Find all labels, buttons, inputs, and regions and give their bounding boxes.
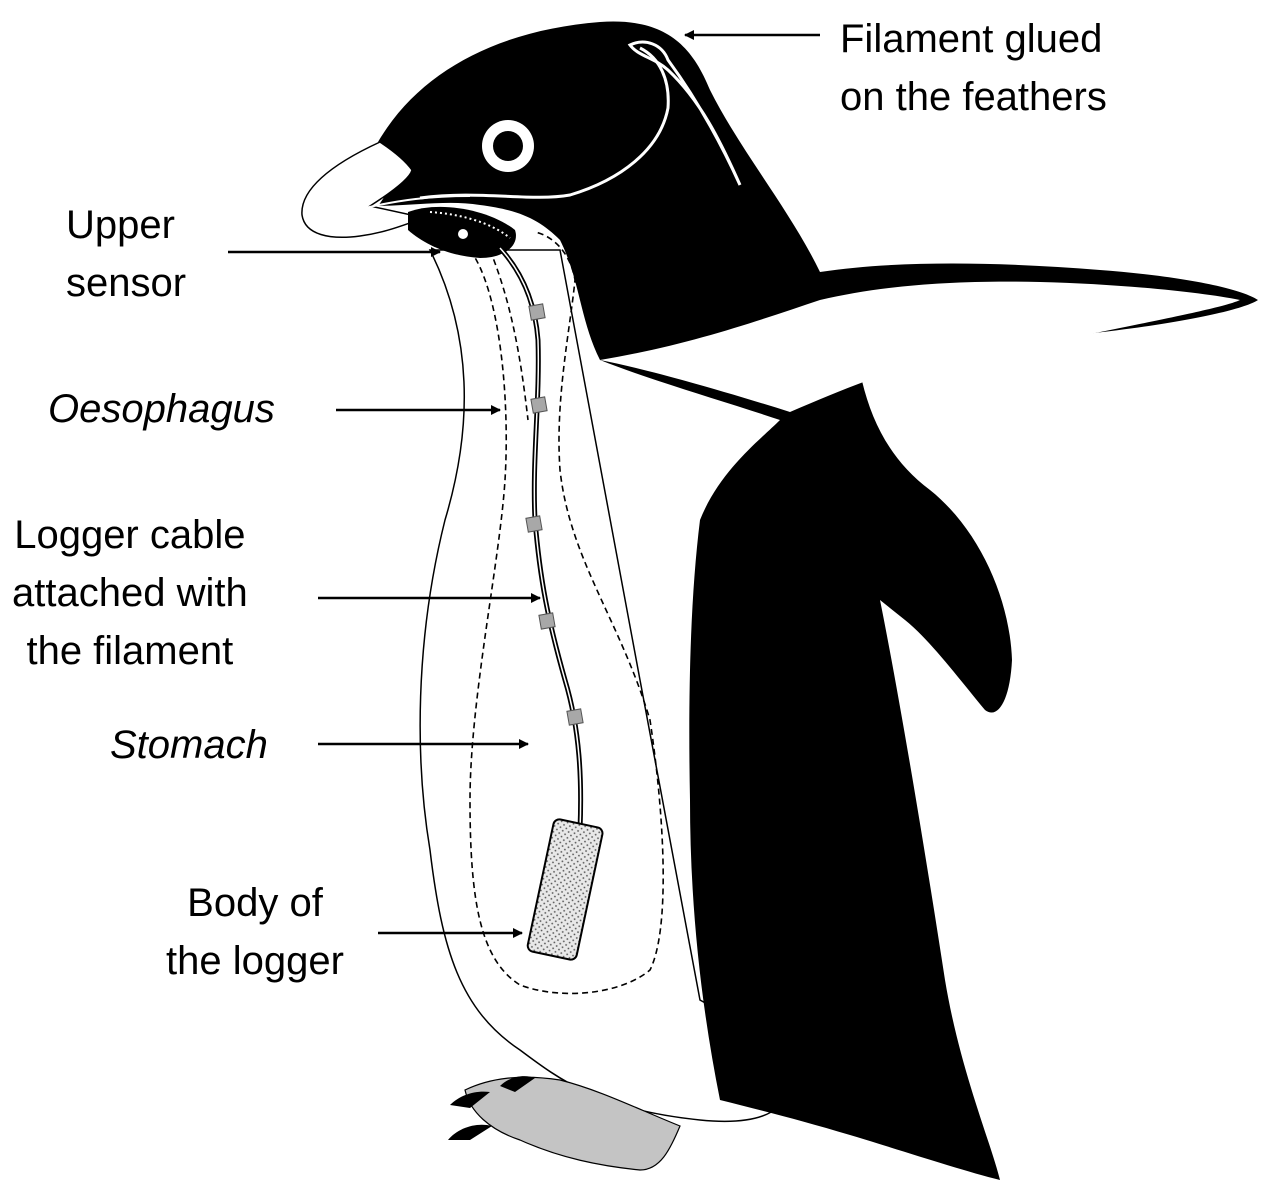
label-line: the logger [140, 932, 370, 990]
label-logger-cable: Logger cable attached with the filament [12, 506, 248, 680]
cable-clip [526, 516, 542, 532]
label-upper-sensor: Upper sensor [66, 196, 186, 312]
label-line: attached with [12, 564, 248, 622]
label-line: on the feathers [840, 68, 1107, 126]
label-line: sensor [66, 254, 186, 312]
label-line: Filament glued [840, 10, 1107, 68]
label-stomach: Stomach [110, 716, 268, 774]
label-body-of-logger: Body of the logger [140, 874, 370, 990]
eye-pupil [493, 131, 523, 161]
label-line: Upper [66, 196, 186, 254]
cable-clip [567, 709, 583, 725]
cable-clip [531, 397, 547, 413]
label-oesophagus: Oesophagus [48, 380, 275, 438]
label-filament-glued: Filament glued on the feathers [840, 10, 1107, 126]
label-line: the filament [12, 622, 248, 680]
cable-clip [539, 613, 555, 629]
upper-sensor-dot [458, 229, 468, 239]
cable-clip [529, 304, 545, 320]
label-line: Logger cable [12, 506, 248, 564]
label-line: Body of [140, 874, 370, 932]
